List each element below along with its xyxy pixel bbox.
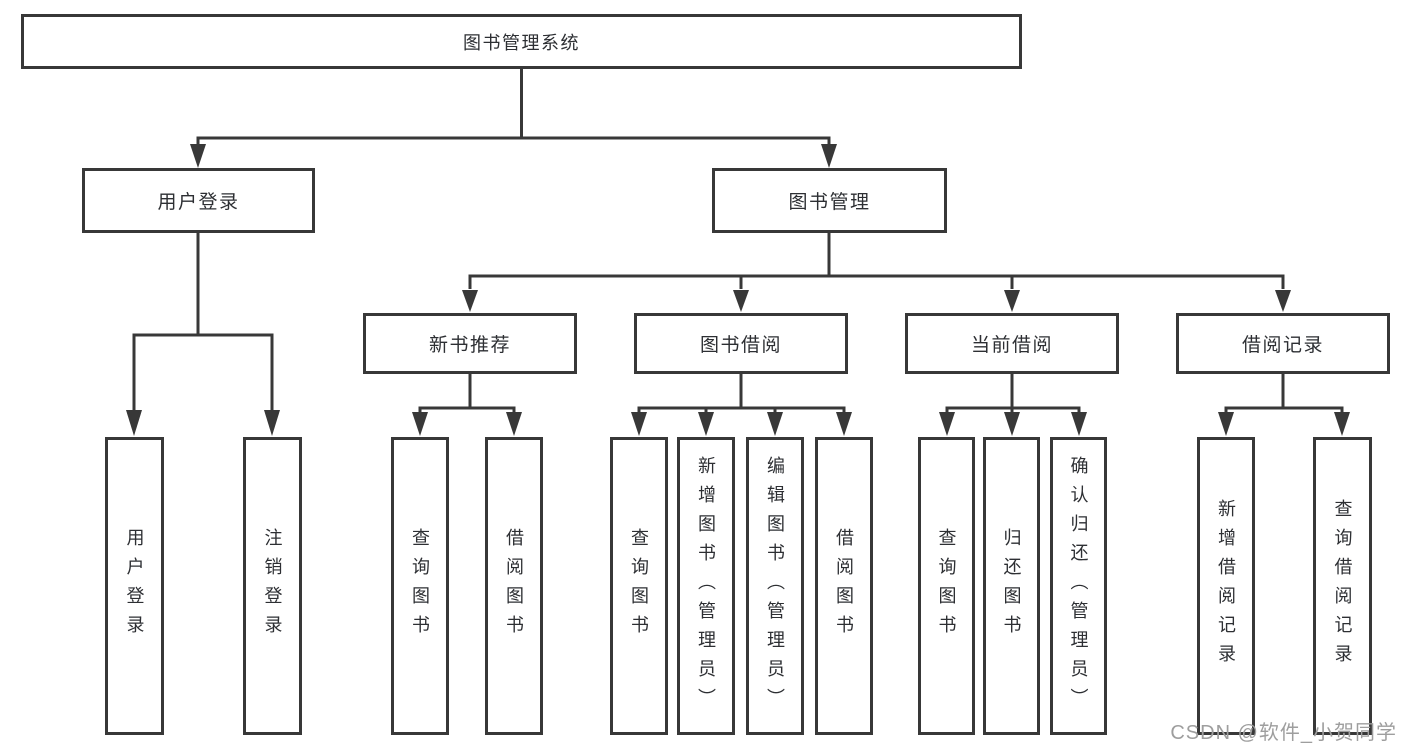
node-new-book-recommend: 新书推荐 — [363, 313, 577, 374]
node-current-borrow: 当前借阅 — [905, 313, 1119, 374]
node-user-login: 用户登录 — [82, 168, 315, 233]
node-book-borrow: 图书借阅 — [634, 313, 848, 374]
node-library-management-system: 图书管理系统 — [21, 14, 1022, 69]
leaf-return-book: 归还图书 — [983, 437, 1040, 735]
leaf-edit-book-admin: 编辑图书（管理员） — [746, 437, 804, 735]
node-borrow-record: 借阅记录 — [1176, 313, 1390, 374]
leaf-borrow-book-recommend: 借阅图书 — [485, 437, 543, 735]
leaf-confirm-return-admin: 确认归还（管理员） — [1050, 437, 1107, 735]
leaf-logout-login: 注销登录 — [243, 437, 302, 735]
leaf-borrow-book: 借阅图书 — [815, 437, 873, 735]
leaf-query-borrow-record: 查询借阅记录 — [1313, 437, 1372, 735]
leaf-query-book-current: 查询图书 — [918, 437, 975, 735]
leaf-add-borrow-record: 新增借阅记录 — [1197, 437, 1255, 735]
leaf-add-book-admin: 新增图书（管理员） — [677, 437, 735, 735]
node-book-management: 图书管理 — [712, 168, 947, 233]
leaf-query-book-recommend: 查询图书 — [391, 437, 449, 735]
csdn-watermark: CSDN @软件_小贺同学 — [1170, 722, 1397, 744]
leaf-query-book-borrow: 查询图书 — [610, 437, 668, 735]
leaf-user-login: 用户登录 — [105, 437, 164, 735]
